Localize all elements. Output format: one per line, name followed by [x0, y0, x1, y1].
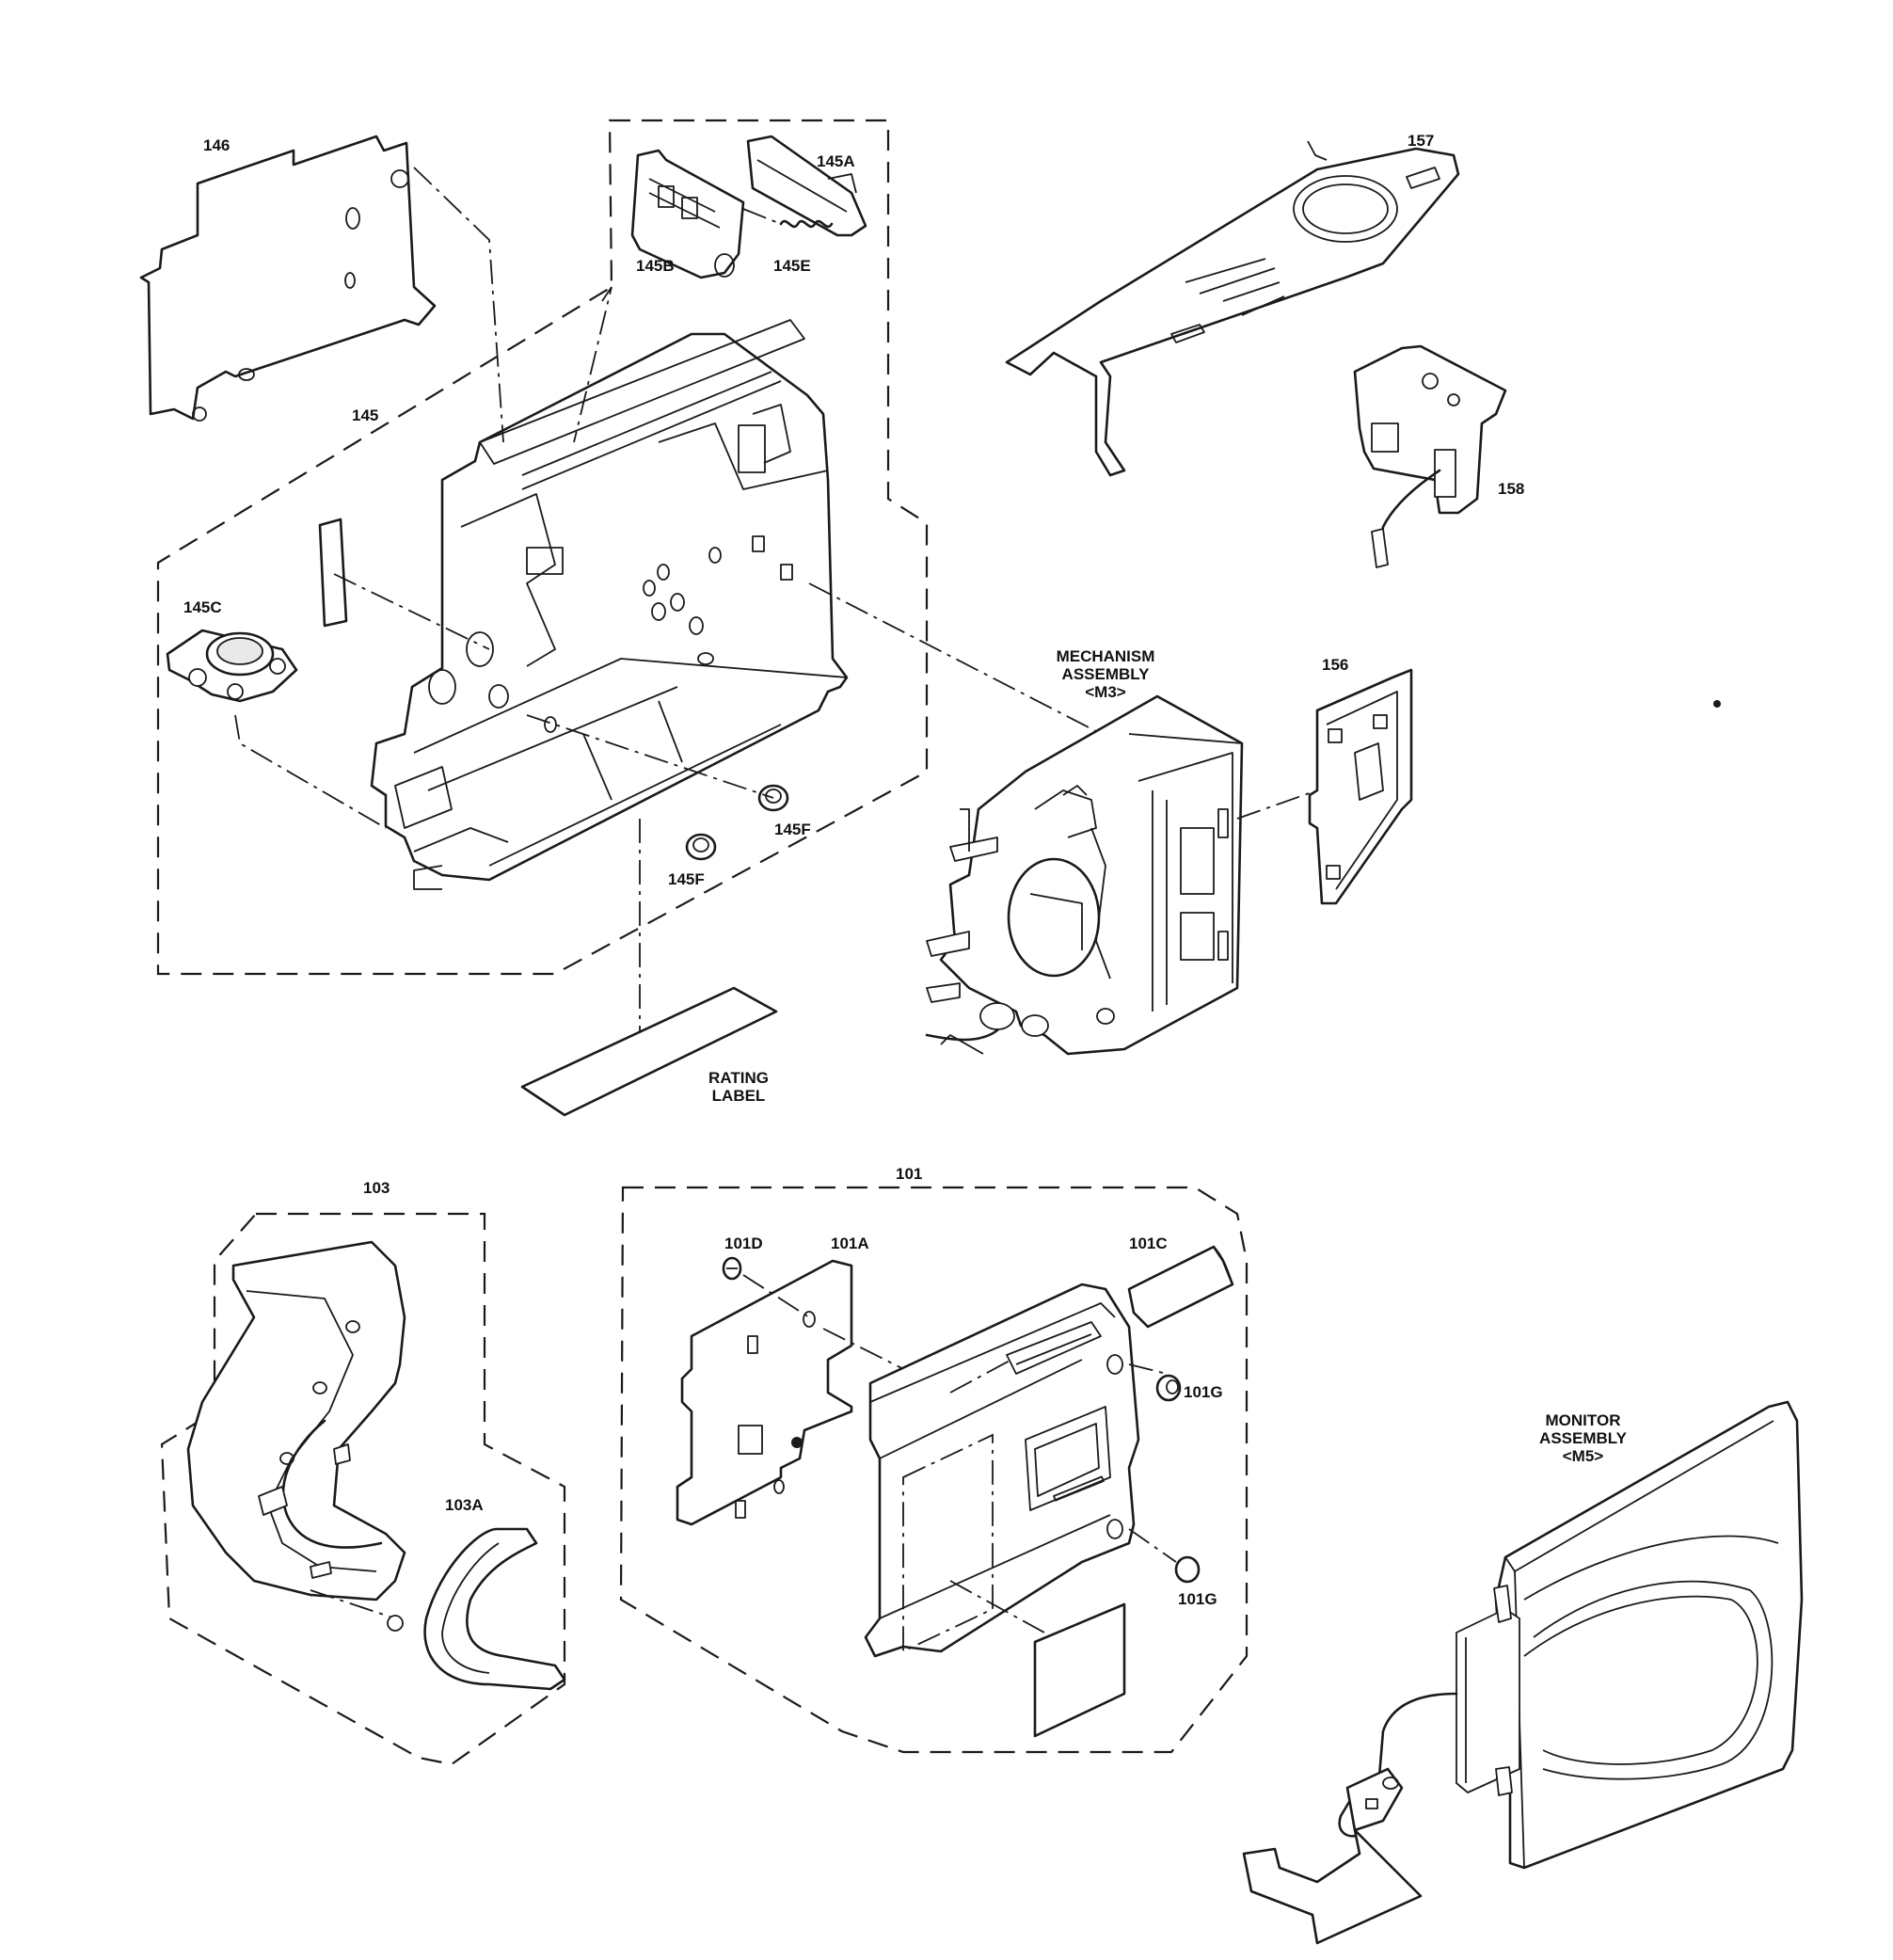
label-rating-line2: LABEL — [711, 1087, 766, 1105]
scan-speck — [1713, 700, 1721, 708]
part-103-front-cover — [186, 1240, 406, 1619]
label-145a: 145A — [817, 152, 855, 170]
label-145b: 145B — [636, 257, 675, 275]
leader-101d-to-101a — [742, 1274, 810, 1318]
monitor-assembly — [1242, 1400, 1804, 1945]
label-monitor-assembly: MONITOR ASSEMBLY <M5> — [1524, 1411, 1642, 1465]
part-158-switch-board — [1353, 344, 1507, 568]
part-101g-cap-b — [1174, 1555, 1201, 1584]
group-103-outline — [160, 1212, 566, 1766]
part-101c-strip — [1127, 1245, 1234, 1329]
part-101g-cap-a — [1155, 1374, 1182, 1402]
label-101c: 101C — [1129, 1235, 1168, 1252]
label-rating-line1: RATING — [708, 1069, 769, 1087]
part-145c-speaker — [166, 629, 298, 703]
label-145: 145 — [352, 406, 379, 424]
label-mechanism-line2: ASSEMBLY — [1061, 665, 1150, 683]
part-145b-bracket — [630, 149, 745, 279]
label-mechanism-assembly: MECHANISM ASSEMBLY <M3> — [1040, 647, 1171, 701]
part-145f-foot-b — [685, 833, 717, 861]
label-101: 101 — [896, 1165, 923, 1183]
part-145a-lever — [746, 135, 867, 237]
leader-101a-to-cover — [822, 1328, 951, 1394]
part-156-plate — [1308, 668, 1413, 905]
leader-145b-to-frame — [573, 286, 612, 443]
label-145c: 145C — [183, 598, 222, 616]
label-158: 158 — [1498, 480, 1525, 498]
label-101a: 101A — [831, 1235, 869, 1252]
leader-speaker-to-frame — [234, 714, 387, 829]
part-157-top-cover — [1005, 140, 1460, 477]
label-156: 156 — [1322, 656, 1349, 674]
label-101g-b: 101G — [1178, 1590, 1217, 1608]
label-157: 157 — [1408, 132, 1435, 150]
label-mechanism-line1: MECHANISM — [1056, 647, 1155, 665]
label-rating-label: RATING LABEL — [692, 1069, 786, 1105]
label-145e: 145E — [773, 257, 811, 275]
label-103: 103 — [363, 1179, 390, 1197]
label-145f-a: 145F — [774, 821, 811, 838]
label-146: 146 — [203, 136, 231, 154]
leader-frame-to-feet — [526, 714, 774, 799]
part-101-side-cover — [864, 1283, 1177, 1738]
label-monitor-line3: <M5> — [1562, 1447, 1604, 1465]
label-145f-b: 145F — [668, 870, 705, 888]
mechanism-assembly — [925, 694, 1318, 1056]
group-145-outline — [156, 119, 929, 976]
leader-146-to-frame — [413, 167, 504, 443]
leader-frame-to-mechanism — [808, 582, 1121, 744]
part-145-chassis-frame — [370, 319, 849, 890]
label-101g-a: 101G — [1184, 1383, 1223, 1401]
rating-label-sticker — [520, 986, 778, 1117]
leader-strip-to-frame — [333, 573, 490, 650]
part-101a-board — [676, 1259, 853, 1526]
part-103a-ring — [387, 1527, 566, 1691]
label-mechanism-line3: <M3> — [1085, 683, 1126, 701]
part-145e-spring — [742, 208, 834, 229]
label-monitor-line2: ASSEMBLY — [1539, 1429, 1627, 1447]
group-101-outline — [619, 1186, 1249, 1754]
part-cushion-strip — [318, 518, 348, 628]
part-101d-screw — [722, 1256, 742, 1281]
label-monitor-line1: MONITOR — [1545, 1411, 1621, 1429]
part-146-shield-plate — [139, 135, 437, 422]
label-101d: 101D — [724, 1235, 763, 1252]
label-103a: 103A — [445, 1496, 484, 1514]
